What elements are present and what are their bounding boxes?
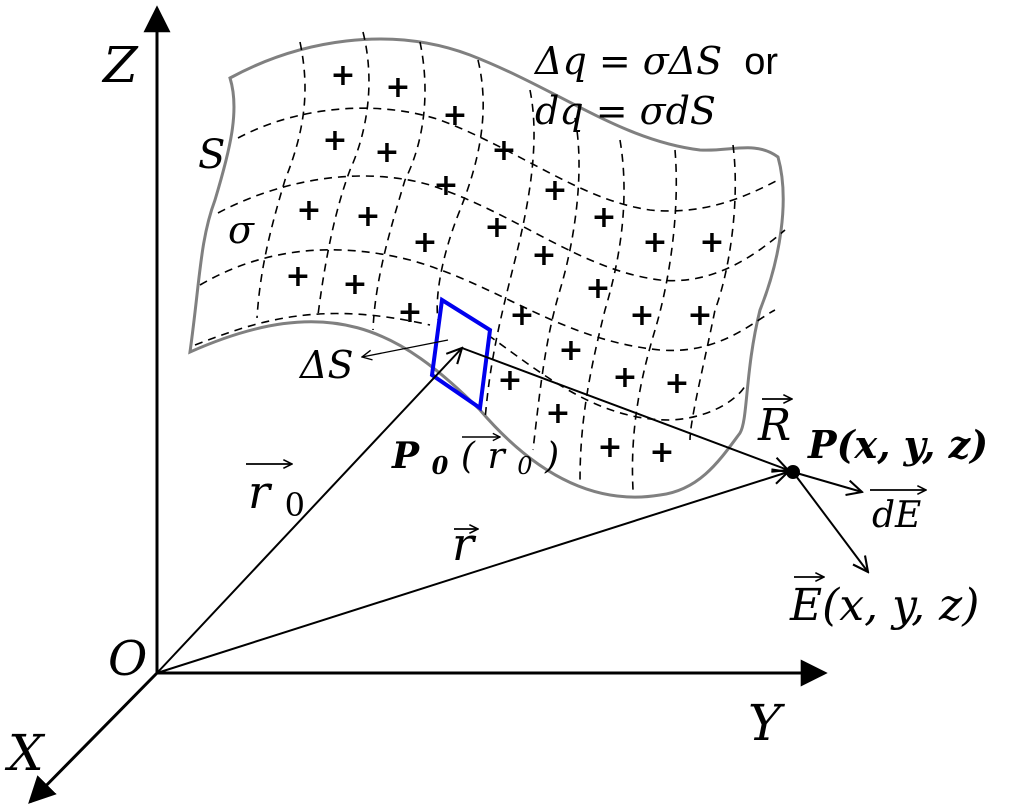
equation-line-1: Δq = σΔS or: [533, 39, 778, 83]
source-point-paren-close: ): [544, 436, 559, 477]
delta-s-label: ΔS: [298, 343, 353, 387]
charge-plus: +: [322, 123, 347, 158]
charge-plus: +: [285, 259, 310, 294]
charge-plus: +: [491, 133, 516, 168]
charge-plus: +: [558, 333, 583, 368]
charge-plus: +: [484, 210, 509, 245]
charge-plus: +: [433, 168, 458, 203]
charge-plus: +: [412, 225, 437, 260]
charge-plus: +: [699, 225, 724, 260]
r-vector-label: r: [452, 517, 477, 571]
charge-plus: +: [545, 396, 570, 431]
surface-outline: [188, 37, 785, 499]
surface-grid-vertical: [256, 31, 737, 491]
charge-plus: +: [585, 271, 610, 306]
x-axis-label: X: [4, 724, 46, 782]
equation-or: or: [744, 41, 778, 83]
charge-plus: +: [385, 70, 410, 105]
charge-plus: +: [687, 298, 712, 333]
surface-name-label: S: [198, 132, 225, 178]
vectors: [156, 339, 868, 674]
equation-delta-q: Δq = σΔS: [533, 39, 722, 83]
charge-plus: +: [330, 58, 355, 93]
delta-s-pointer: [362, 339, 449, 357]
labels: Z Y X O S σ ΔS Δq = σΔS or dq = σdS P 0 …: [4, 36, 988, 782]
area-element-delta-s: [429, 296, 493, 412]
charge-plus: +: [642, 225, 667, 260]
charge-plus: +: [629, 298, 654, 333]
r0-letter: r: [248, 465, 273, 519]
coordinate-axes: [28, 5, 828, 804]
source-point-label: P 0 ( r 0 ): [391, 435, 559, 483]
charge-plus: +: [591, 200, 616, 235]
charge-plus: +: [296, 193, 321, 228]
source-point-arg: r: [487, 436, 506, 477]
r0-subscript: 0: [285, 486, 305, 524]
equation-line-2: dq = σdS: [535, 89, 716, 133]
charge-plus: +: [664, 366, 689, 401]
charge-plus: +: [542, 173, 567, 208]
x-axis: [28, 671, 159, 804]
source-point-arg-sub: 0: [517, 452, 532, 480]
dE-vector: [792, 471, 862, 492]
charge-plus: +: [342, 267, 367, 302]
dE-vector-label: dE: [872, 495, 921, 536]
r-vector: [156, 472, 788, 674]
charge-plus: +: [509, 298, 534, 333]
source-point-subscript: 0: [432, 451, 449, 480]
charge-density-label: σ: [228, 208, 255, 252]
R-vector-label: R: [757, 400, 791, 451]
charge-plus: +: [374, 135, 399, 170]
r0-vector-label: r 0: [248, 465, 305, 524]
origin-label: O: [108, 631, 147, 687]
charged-surface: + + + + + + + + + + + + + + + + + + + + …: [188, 31, 786, 499]
charge-plus: +: [612, 360, 637, 395]
field-point-dot: [786, 465, 800, 479]
charge-plus: +: [597, 430, 622, 465]
source-point-P: P: [391, 435, 420, 477]
charge-plus: +: [531, 238, 556, 273]
r0-vector: [156, 348, 462, 674]
E-vector: [792, 471, 868, 572]
charge-plus: +: [355, 199, 380, 234]
E-vector-label: E(x, y, z): [789, 580, 979, 631]
charge-plus: +: [397, 295, 422, 330]
R-vector: [461, 347, 788, 470]
charge-plus: +: [649, 435, 674, 470]
charge-plus: +: [442, 98, 467, 133]
field-point-label: P(x, y, z): [807, 422, 988, 467]
source-point-paren-open: (: [461, 436, 476, 477]
z-axis-label: Z: [101, 36, 139, 94]
y-axis-label: Y: [748, 694, 785, 752]
